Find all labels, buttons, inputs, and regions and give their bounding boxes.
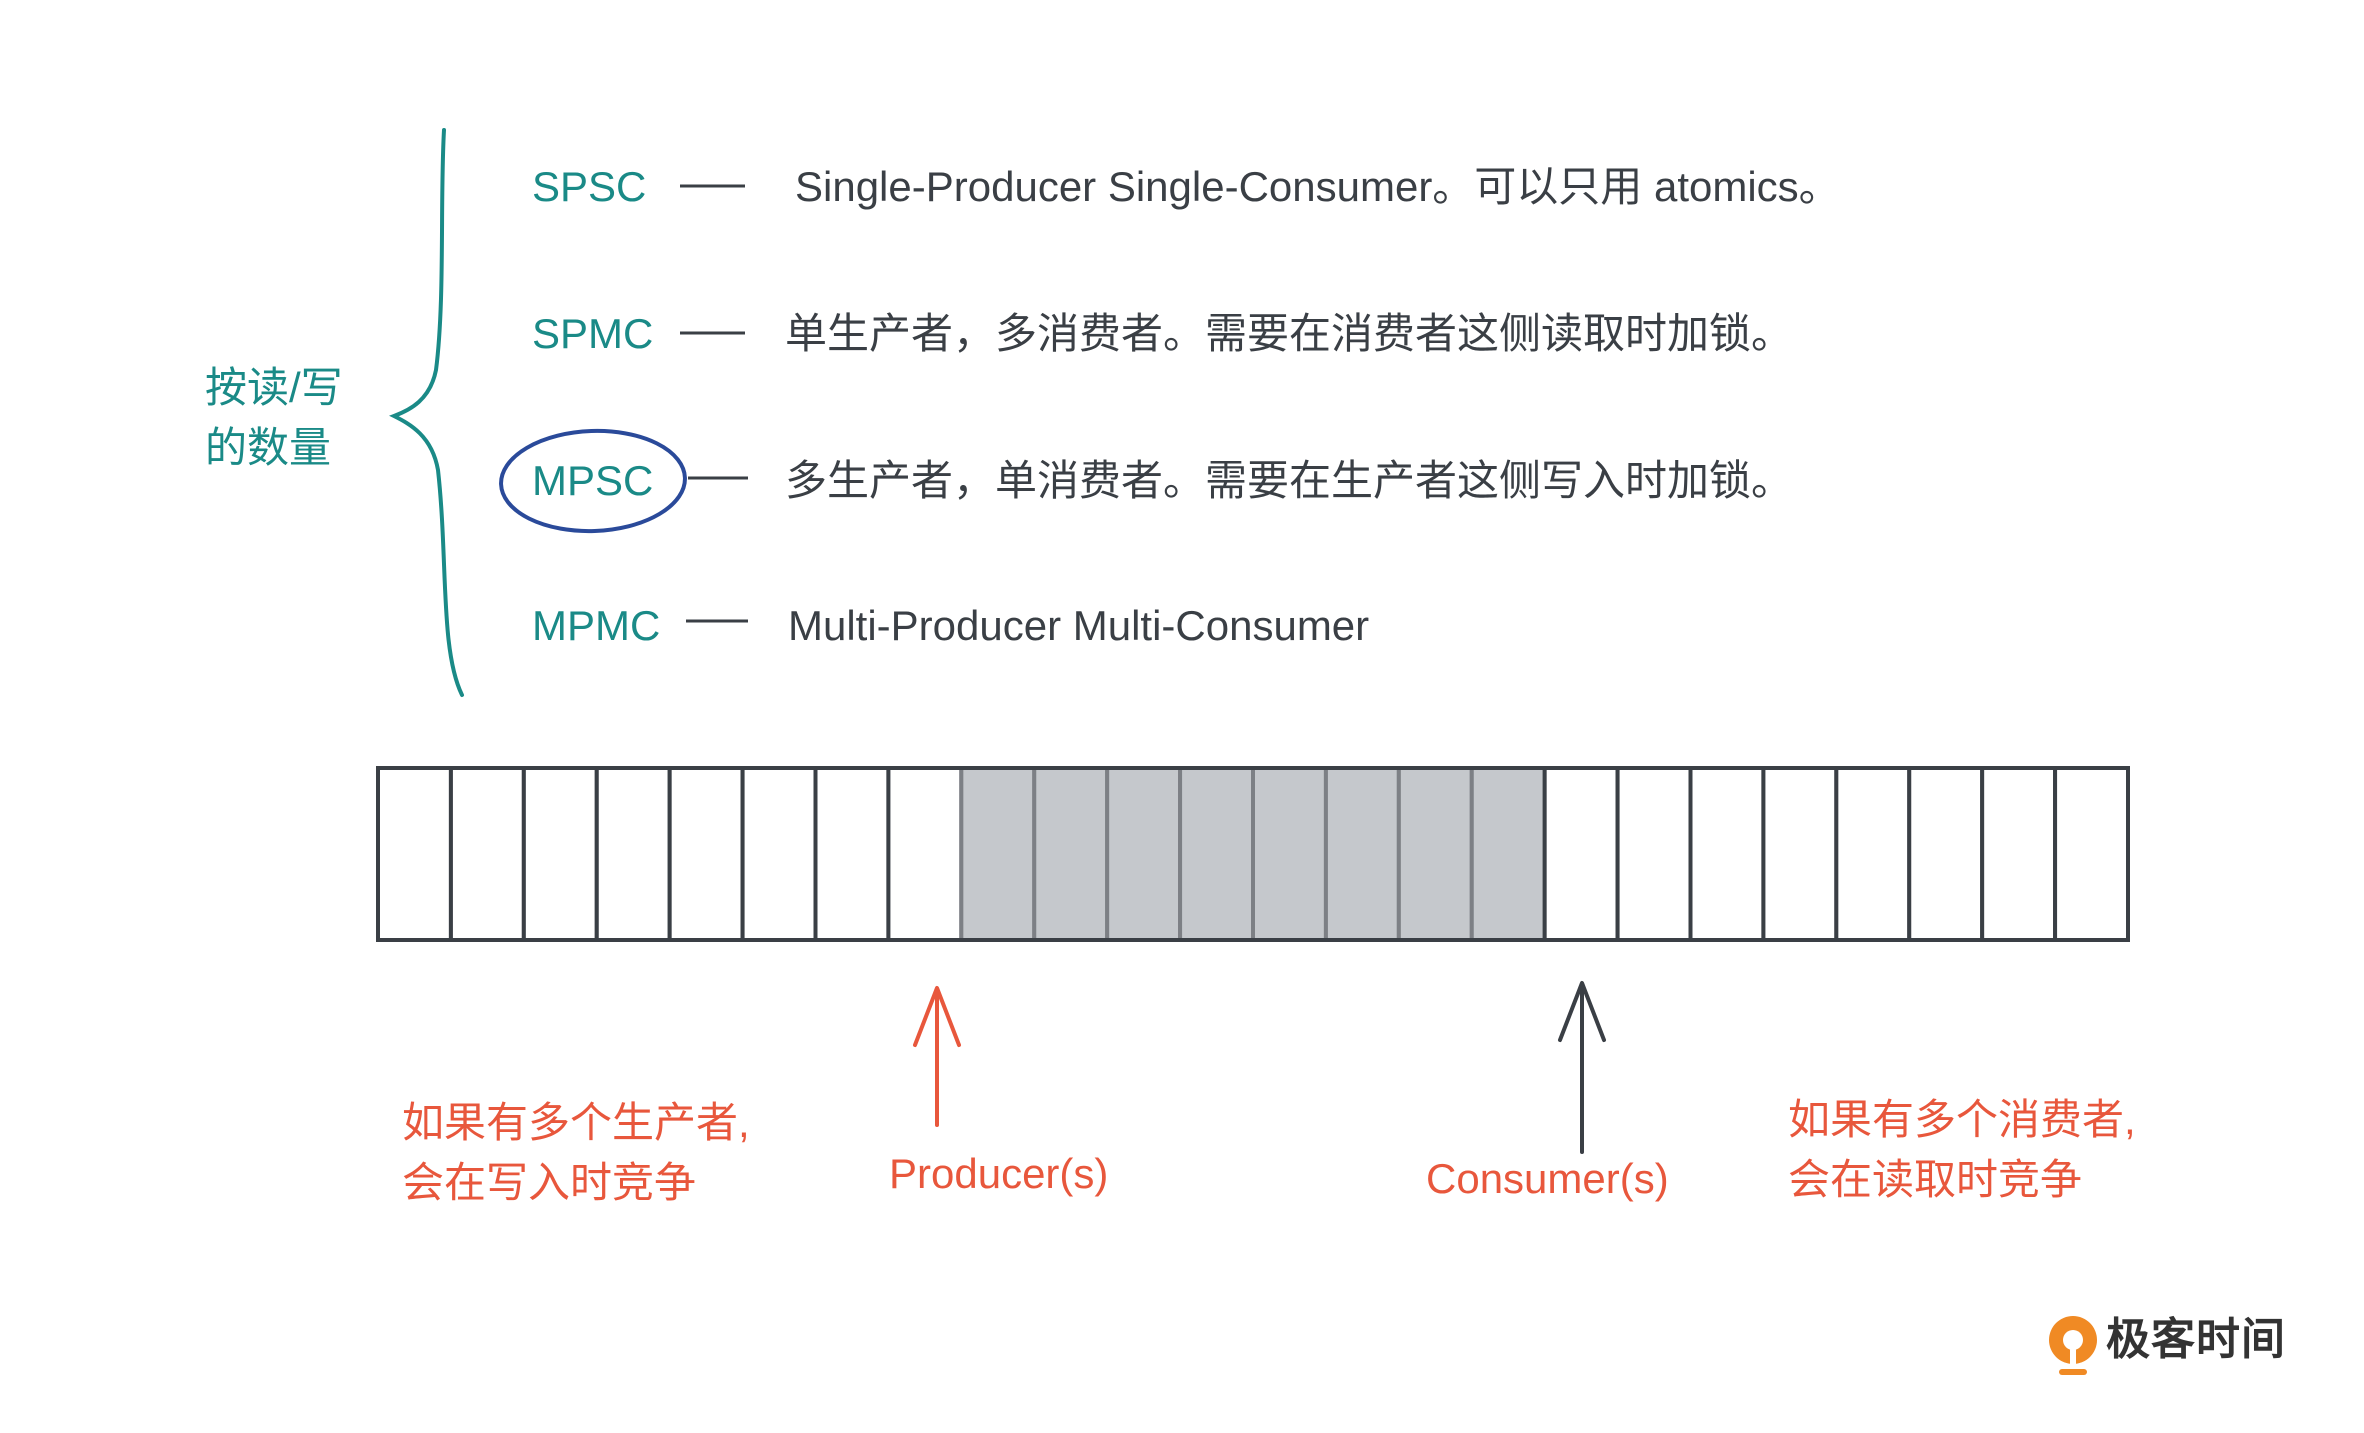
buffer-slot-filled bbox=[1469, 766, 1547, 942]
buffer-slot-empty bbox=[886, 766, 964, 942]
consumer-arrow bbox=[1558, 981, 1606, 1154]
consumer-note-line-1: 如果有多个消费者, bbox=[1788, 1096, 2136, 1143]
logo-text: 极客时间 bbox=[2106, 1315, 2286, 1364]
buffer-slot-filled bbox=[1251, 766, 1328, 942]
buffer-slot-empty bbox=[594, 766, 672, 942]
buffer-slot-empty bbox=[1907, 766, 1985, 942]
buffer-slot-empty bbox=[1761, 766, 1839, 942]
category-label-line-2: 的数量 bbox=[205, 424, 332, 471]
buffer-slot-empty bbox=[1615, 766, 1693, 942]
category-label-line-1: 按读/写 bbox=[205, 364, 343, 411]
buffer-slot-empty bbox=[740, 766, 818, 942]
buffer-slot-filled bbox=[1323, 766, 1401, 942]
producer-note: 如果有多个生产者, 会在写入时竞争 bbox=[402, 1093, 750, 1213]
logo-mark-icon bbox=[2049, 1316, 2097, 1375]
buffer-slot-empty bbox=[813, 766, 891, 942]
buffer-slot-filled bbox=[1032, 766, 1110, 942]
type-description-mpsc: 多生产者，单消费者。需要在生产者这侧写入时加锁。 bbox=[785, 457, 1794, 504]
buffer-slot-filled bbox=[1396, 766, 1474, 942]
producer-note-line-1: 如果有多个生产者, bbox=[402, 1099, 750, 1146]
buffer-slot-empty bbox=[1980, 766, 2058, 942]
producer-label: Producer(s) bbox=[889, 1150, 1109, 1197]
buffer-slot-empty bbox=[2053, 766, 2130, 942]
type-code-spmc: SPMC bbox=[532, 310, 654, 357]
buffer-slot-empty bbox=[1834, 766, 1912, 942]
type-code-mpmc: MPMC bbox=[532, 602, 661, 649]
type-code-mpsc: MPSC bbox=[532, 457, 654, 504]
buffer-slot-filled bbox=[1105, 766, 1183, 942]
buffer-slot-empty bbox=[667, 766, 745, 942]
type-code-spsc: SPSC bbox=[532, 163, 647, 210]
ring-buffer bbox=[376, 766, 2130, 942]
buffer-slot-empty bbox=[1542, 766, 1620, 942]
buffer-slot-filled bbox=[1178, 766, 1256, 942]
curly-brace bbox=[389, 128, 464, 697]
producer-arrow bbox=[913, 986, 961, 1127]
type-description-spsc: Single-Producer Single-Consumer。可以只用 ato… bbox=[795, 163, 1841, 210]
buffer-slot-empty bbox=[448, 766, 526, 942]
consumer-note-line-2: 会在读取时竞争 bbox=[1788, 1156, 2083, 1203]
buffer-slot-empty bbox=[521, 766, 599, 942]
mpsc-highlight-circle bbox=[499, 428, 687, 534]
consumer-note: 如果有多个消费者, 会在读取时竞争 bbox=[1788, 1090, 2136, 1210]
producer-note-line-2: 会在写入时竞争 bbox=[402, 1159, 697, 1206]
buffer-slot-filled bbox=[959, 766, 1037, 942]
buffer-slot-empty bbox=[1688, 766, 1766, 942]
type-description-spmc: 单生产者，多消费者。需要在消费者这侧读取时加锁。 bbox=[785, 310, 1794, 357]
category-label: 按读/写 的数量 bbox=[205, 358, 343, 478]
type-description-mpmc: Multi-Producer Multi-Consumer bbox=[788, 602, 1370, 649]
consumer-label: Consumer(s) bbox=[1426, 1155, 1669, 1202]
buffer-outline bbox=[376, 766, 2130, 942]
buffer-slot-empty bbox=[376, 766, 453, 942]
